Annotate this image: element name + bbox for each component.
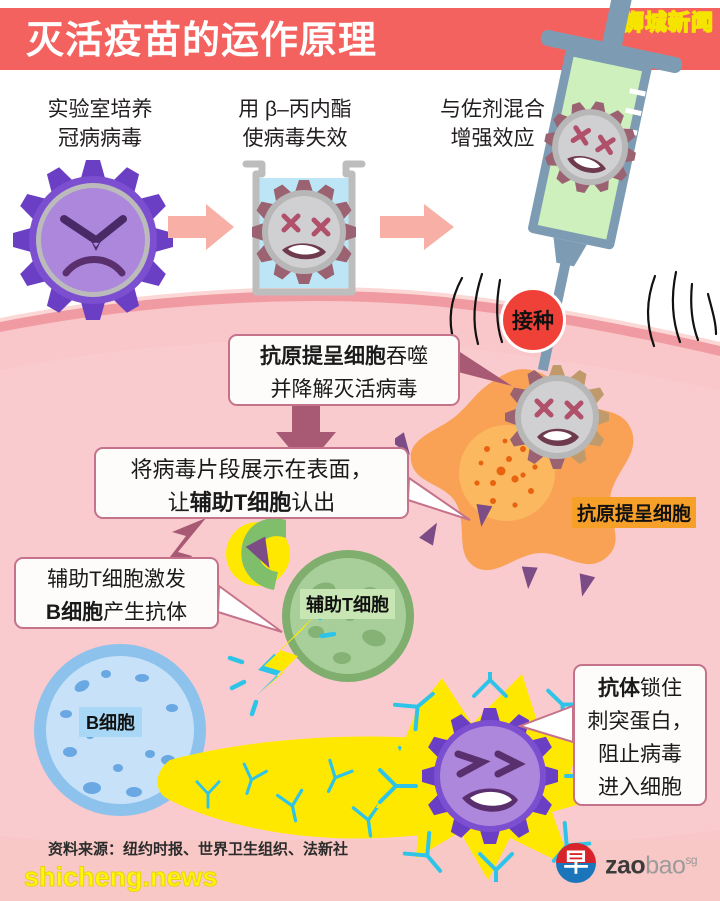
step-1-line-2: 冠病病毒 — [58, 127, 142, 150]
callout-2-line-2: 让辅助T细胞认出 — [167, 490, 336, 515]
arrow-step-2-to-3 — [380, 204, 454, 250]
callout-1-line-2: 并降解灭活病毒 — [270, 378, 418, 401]
label-b-cell: B细胞 — [79, 707, 142, 737]
beaker-with-inactivated-virus — [242, 160, 366, 296]
wordmark-zao: zao — [605, 851, 646, 880]
step-1-line-1: 实验室培养 — [47, 98, 153, 121]
label-helper-t-cell: 辅助T细胞 — [300, 589, 395, 619]
callout-2-line-1: 将病毒片段展示在表面， — [130, 457, 373, 482]
logo-mark-character: 早 — [563, 849, 589, 877]
zaobao-wordmark: zaobaosg — [605, 846, 698, 880]
angry-coronavirus-illustration — [13, 160, 173, 320]
wordmark-bao: bao — [645, 851, 686, 880]
callout-3-line-1: 辅助T细胞激发 — [47, 568, 186, 591]
arrow-step-1-to-2 — [168, 204, 234, 250]
step-caption-3: 与佐剂混合 增强效应 — [405, 95, 580, 153]
step-caption-2: 用 β–丙内酯 使病毒失效 — [200, 95, 390, 153]
step-2-line-1: 用 β–丙内酯 — [238, 98, 352, 121]
logo-mark-bottom-half — [556, 863, 596, 883]
engulfed-inactivated-virus — [505, 365, 609, 469]
page-title: 灭活疫苗的运作原理 — [26, 20, 378, 62]
label-antigen-presenting-cell: 抗原提呈细胞 — [572, 497, 697, 528]
callout-4-line-1: 抗体锁住 — [598, 677, 682, 700]
step-3-line-1: 与佐剂混合 — [440, 98, 545, 121]
label-inject: 接种 — [500, 287, 566, 353]
skin-hairs — [449, 270, 718, 348]
wordmark-sg: sg — [685, 853, 698, 868]
callout-present-fragments: 将病毒片段展示在表面， 让辅助T细胞认出 — [94, 447, 409, 519]
callout-arrow-to-apc — [274, 400, 336, 468]
zaobao-logo-mark: 早 — [556, 843, 596, 883]
step-3-line-2: 增强效应 — [450, 127, 535, 150]
zaobao-logo: 早 zaobaosg — [556, 841, 704, 885]
callout-antibody-blocks: 抗体锁住 刺突蛋白， 阻止病毒 进入细胞 — [573, 664, 707, 806]
callout-4-line-2: 刺突蛋白， — [587, 710, 693, 733]
step-caption-1: 实验室培养 冠病病毒 — [10, 95, 190, 153]
watermark-shicheng-top: 狮城新闻 — [621, 9, 714, 36]
callout-3-line-2: B细胞产生抗体 — [45, 601, 188, 624]
neutralized-virus-illustration — [376, 672, 608, 882]
mhc-antigen-receptor — [226, 518, 290, 590]
callout-4-line-3: 阻止病毒 — [598, 743, 682, 766]
callout-4-line-4: 进入细胞 — [598, 776, 682, 799]
watermark-shicheng-bottom: shicheng.news — [24, 862, 219, 893]
callout-t-activates-b: 辅助T细胞激发 B细胞产生抗体 — [14, 557, 219, 629]
logo-mark-top-half — [556, 843, 596, 863]
step-2-line-2: 使病毒失效 — [242, 127, 348, 150]
callout-apc-phagocytosis: 抗原提呈细胞吞噬 并降解灭活病毒 — [228, 334, 460, 406]
source-credit: 资料来源：纽约时报、世界卫生组织、法新社 — [48, 841, 349, 858]
callout-1-line-1: 抗原提呈细胞吞噬 — [260, 345, 428, 368]
